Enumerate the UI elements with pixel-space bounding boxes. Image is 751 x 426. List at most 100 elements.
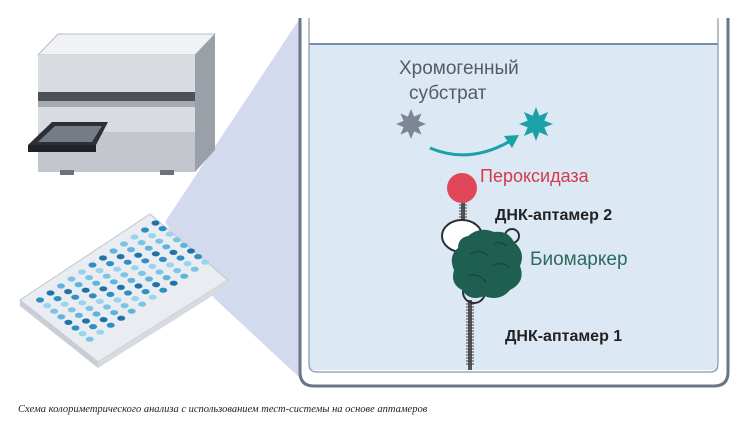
microplate-well (82, 318, 90, 323)
microplate-well (131, 234, 139, 239)
star-product-icon (519, 107, 553, 141)
microplate-well (110, 310, 118, 315)
microplate-well (64, 320, 72, 325)
microplate-well (89, 293, 97, 298)
microplate-well (96, 330, 104, 335)
microplate-well (131, 265, 139, 270)
microplate-well (145, 276, 153, 281)
microplate-well (75, 282, 83, 287)
microplate-well (159, 288, 167, 293)
microplate-well (187, 248, 195, 253)
microplate-well (103, 274, 111, 279)
microplate-well (96, 299, 104, 304)
microplate-well (57, 314, 65, 319)
microplate-well (148, 264, 156, 269)
microplate-well (134, 253, 142, 258)
microplate-well (148, 233, 156, 238)
microplate-well (78, 300, 86, 305)
microplate-well (145, 246, 153, 251)
microplate-well (99, 286, 107, 291)
microplate-well (82, 288, 90, 293)
microplate-well (169, 250, 177, 255)
microplate-well (141, 227, 149, 232)
microplate-well (68, 276, 76, 281)
microplate-well (117, 285, 125, 290)
microplate-well (162, 244, 170, 249)
peroxidase-label: Пероксидаза (480, 166, 589, 187)
microplate-well (155, 239, 163, 244)
microplate-well (194, 254, 202, 259)
microplate-well (75, 313, 83, 318)
microplate-well (156, 269, 164, 274)
microplate-well (79, 331, 87, 336)
microplate-well (114, 297, 122, 302)
microplate-well (180, 243, 188, 248)
microplate-well (121, 303, 129, 308)
microplate-well (124, 290, 132, 295)
microplate-well (166, 262, 174, 267)
microplate-well (86, 337, 94, 342)
microplate-well (72, 325, 80, 330)
biomarker-blob (452, 230, 522, 298)
microplate-well (120, 241, 128, 246)
microplate-well (152, 251, 160, 256)
microplate-well (110, 279, 118, 284)
microplate-well (78, 269, 86, 274)
plate-reader-icon (28, 34, 215, 175)
microplate-well (138, 271, 146, 276)
microplate-well (128, 309, 136, 314)
star-substrate-icon (396, 109, 426, 139)
microplate-well (85, 306, 93, 311)
microplate-well (149, 295, 157, 300)
microplate-well (50, 309, 58, 314)
microplate-well (159, 226, 167, 231)
microplate-well (127, 278, 135, 283)
microplate-well (110, 248, 118, 253)
microplate-well (68, 307, 76, 312)
microplate-well (99, 255, 107, 260)
microplate-well (163, 275, 171, 280)
microplate-well (201, 260, 209, 265)
microplate-well (131, 296, 139, 301)
microplate-well (142, 289, 150, 294)
biomarker-label: Биомаркер (530, 249, 628, 271)
microplate-well (152, 282, 160, 287)
microplate-well (89, 262, 97, 267)
microplate-well (138, 302, 146, 307)
microplate-well (173, 268, 181, 273)
microplate-well (120, 272, 128, 277)
microplate-well (54, 296, 62, 301)
microplate-well (103, 304, 111, 309)
aptamer-2-label: ДНК-аптамер 2 (495, 207, 612, 225)
substrate-label: Хромогенный субстрат (399, 56, 519, 106)
microplate-well (100, 317, 108, 322)
microplate-well (170, 281, 178, 286)
microplate-well (47, 290, 55, 295)
microplate-well (159, 257, 167, 262)
figure-caption: Схема колориметрического анализа с испол… (18, 404, 427, 415)
microplate-well (61, 302, 69, 307)
microplate-well (177, 255, 185, 260)
microplate-well (96, 268, 104, 273)
microplate-well (124, 260, 132, 265)
microplate-well (64, 289, 72, 294)
microplate-well (117, 316, 125, 321)
microplate-well (191, 267, 199, 272)
microplate-well (57, 283, 65, 288)
microplate-well (135, 283, 143, 288)
microplate-well (106, 261, 114, 266)
microplate-well (71, 295, 79, 300)
microplate-well (43, 303, 51, 308)
microplate-well (113, 267, 121, 272)
microplate-well (184, 261, 192, 266)
microplate-well (85, 275, 93, 280)
microplate-well (138, 240, 146, 245)
microplate-well (141, 258, 149, 263)
microplate-well (106, 292, 114, 297)
microplate-well (107, 323, 115, 328)
peroxidase-sphere (447, 173, 477, 203)
microplate-well (93, 311, 101, 316)
microplate-well (36, 297, 44, 302)
microplate-well (117, 254, 125, 259)
